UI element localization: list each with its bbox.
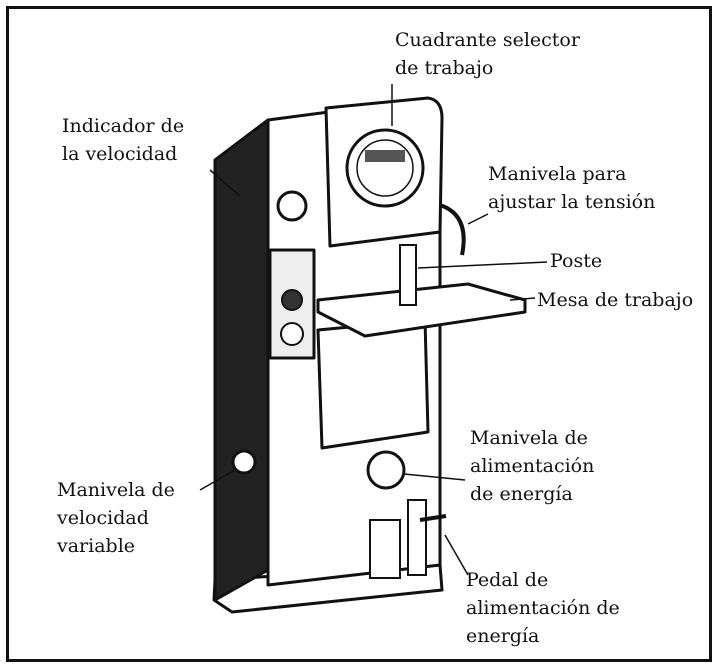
label-pedal-alimentacion: Pedal de alimentación de energía (466, 569, 620, 647)
work-table-shape (316, 282, 527, 338)
variable-speed-crank (231, 449, 257, 475)
label-indicador-velocidad: Indicador de la velocidad (62, 115, 185, 165)
label-cuadrante-selector: Cuadrante selector de trabajo (395, 29, 580, 79)
feed-handwheel (366, 450, 406, 490)
feed-pedal (407, 499, 427, 576)
tension-crank (439, 203, 466, 256)
label-poste: Poste (550, 250, 603, 272)
lower-door (316, 318, 430, 450)
work-selector-dial (345, 128, 425, 208)
machine-side-panel (213, 118, 270, 602)
label-mesa-trabajo: Mesa de trabajo (537, 289, 694, 311)
label-manivela-alimentacion: Manivela de alimentación de energía (470, 427, 595, 505)
saw-post (399, 244, 417, 306)
label-manivela-tension: Manivela para ajustar la tensión (488, 163, 656, 213)
speed-indicator-gauge (276, 190, 308, 222)
label-manivela-velocidad-variable: Manivela de velocidad variable (57, 479, 175, 557)
